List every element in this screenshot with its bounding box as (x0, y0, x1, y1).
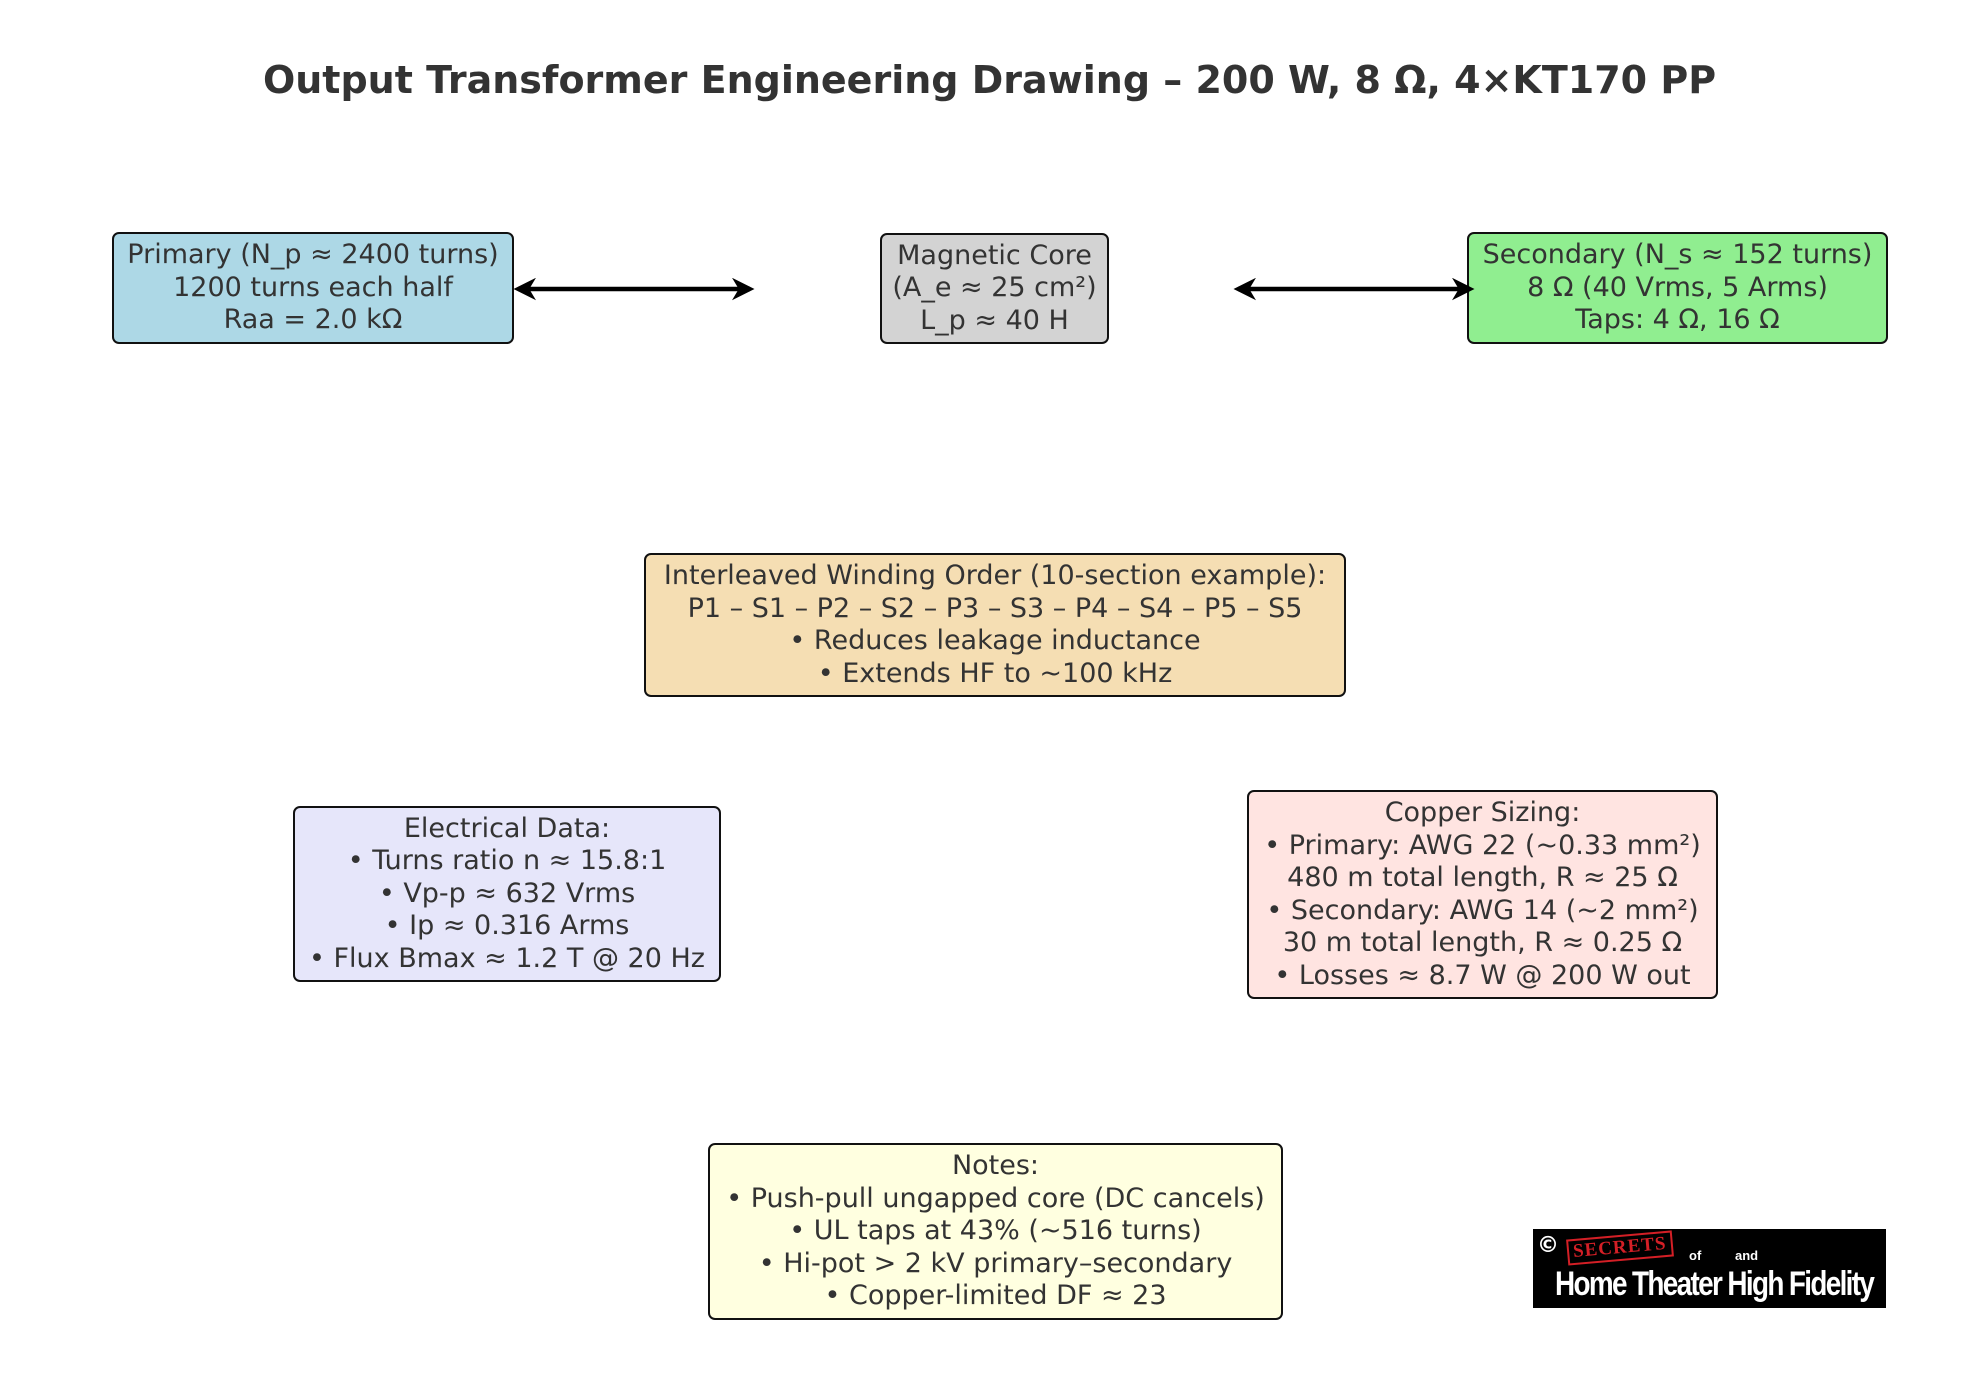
electrical-line-5: • Flux Bmax ≈ 1.2 T @ 20 Hz (309, 942, 705, 974)
logo-main-text: Home Theater High Fidelity (1555, 1265, 1875, 1303)
diagram-title: Output Transformer Engineering Drawing –… (262, 58, 1717, 102)
secondary-line-1: Secondary (N_s ≈ 152 turns) (1482, 239, 1873, 271)
winding-line-1: Interleaved Winding Order (10-section ex… (663, 560, 1327, 591)
copper-line-3: 480 m total length, R ≈ 25 Ω (1287, 862, 1678, 893)
copper-line-5: 30 m total length, R ≈ 0.25 Ω (1282, 927, 1683, 958)
winding-order-box: Interleaved Winding Order (10-section ex… (644, 553, 1346, 697)
copper-sizing-box: Copper Sizing: • Primary: AWG 22 (~0.33 … (1247, 790, 1718, 999)
primary-winding-box: Primary (N_p ≈ 2400 turns) 1200 turns ea… (112, 232, 514, 344)
notes-box: Notes: • Push-pull ungapped core (DC can… (708, 1143, 1283, 1320)
notes-line-1: Notes: (951, 1150, 1040, 1182)
core-line-3: L_p ≈ 40 H (920, 304, 1069, 336)
winding-line-2: P1 – S1 – P2 – S2 – P3 – S3 – P4 – S4 – … (687, 592, 1303, 624)
electrical-line-2: • Turns ratio n ≈ 15.8:1 (347, 845, 667, 877)
secondary-line-3: Taps: 4 Ω, 16 Ω (1575, 304, 1780, 336)
notes-line-2: • Push-pull ungapped core (DC cancels) (726, 1182, 1265, 1214)
magnetic-core-box: Magnetic Core (A_e ≈ 25 cm²) L_p ≈ 40 H (880, 233, 1109, 344)
electrical-line-3: • Vp-p ≈ 632 Vrms (378, 877, 636, 909)
secondary-line-2: 8 Ω (40 Vrms, 5 Arms) (1527, 271, 1828, 303)
secrets-logo: © SECRETS of and Home Theater High Fidel… (1533, 1229, 1886, 1308)
electrical-data-box: Electrical Data: • Turns ratio n ≈ 15.8:… (293, 806, 721, 982)
copper-line-4: • Secondary: AWG 14 (~2 mm²) (1266, 894, 1699, 926)
copper-line-1: Copper Sizing: (1384, 797, 1581, 828)
electrical-line-4: • Ip ≈ 0.316 Arms (384, 910, 630, 942)
logo-secrets-stamp: SECRETS (1566, 1230, 1674, 1266)
notes-line-3: • UL taps at 43% (~516 turns) (789, 1215, 1202, 1247)
copper-line-2: • Primary: AWG 22 (~0.33 mm²) (1264, 829, 1701, 861)
logo-of: of (1689, 1248, 1702, 1263)
core-line-1: Magnetic Core (897, 239, 1092, 271)
notes-line-5: • Copper-limited DF ≈ 23 (824, 1280, 1167, 1312)
winding-line-3: • Reduces leakage inductance (789, 625, 1201, 656)
notes-line-4: • Hi-pot > 2 kV primary–secondary (758, 1247, 1233, 1279)
electrical-line-1: Electrical Data: (403, 812, 611, 844)
primary-line-1: Primary (N_p ≈ 2400 turns) (127, 239, 499, 271)
core-line-2: (A_e ≈ 25 cm²) (892, 272, 1097, 304)
winding-line-4: • Extends HF to ~100 kHz (817, 657, 1173, 689)
secondary-winding-box: Secondary (N_s ≈ 152 turns) 8 Ω (40 Vrms… (1467, 232, 1888, 344)
logo-and: and (1735, 1248, 1759, 1263)
primary-line-3: Raa = 2.0 kΩ (223, 304, 403, 336)
primary-line-2: 1200 turns each half (173, 271, 453, 303)
copyright-symbol: © (1537, 1233, 1559, 1258)
copper-line-6: • Losses ≈ 8.7 W @ 200 W out (1274, 959, 1691, 991)
